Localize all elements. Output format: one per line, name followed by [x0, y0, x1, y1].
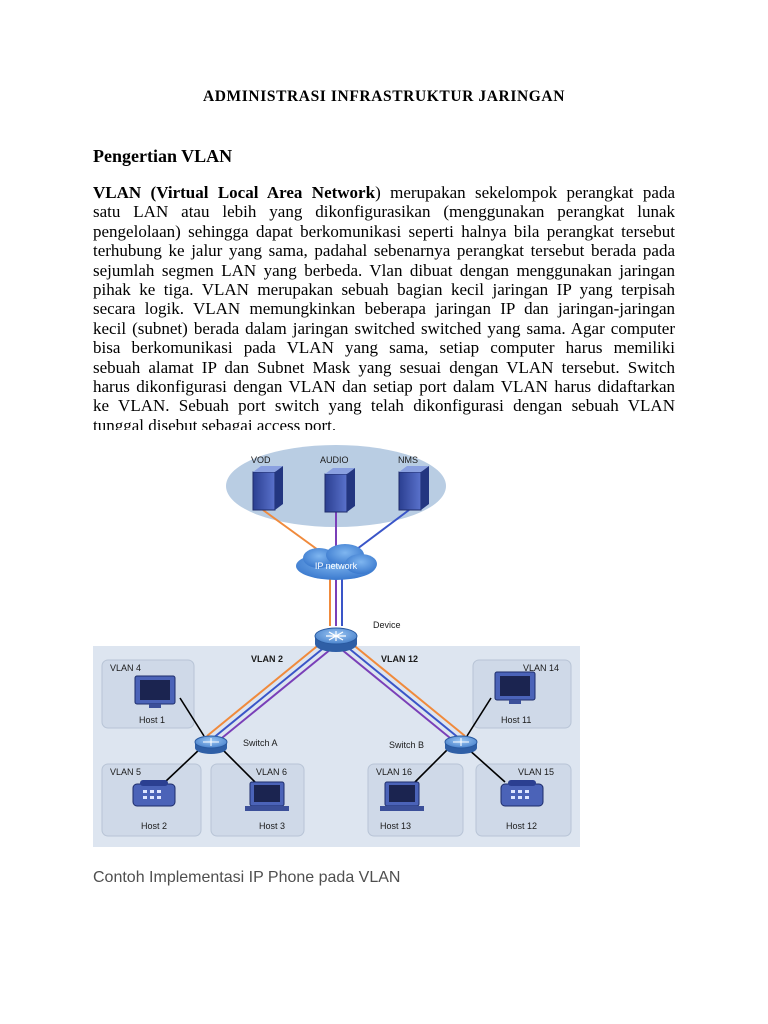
host13-label: Host 13 [380, 821, 411, 831]
host1-monitor-icon [134, 675, 176, 708]
paragraph-line: secara logik. VLAN memungkinkan beberapa… [93, 299, 675, 319]
term-expansion: Virtual Local Area Network [156, 183, 376, 202]
server-nms [398, 466, 429, 511]
host2-phone-icon [132, 780, 176, 807]
paragraph-line: sejumlah segmen LAN yang berbeda. Vlan d… [93, 260, 675, 280]
paragraph-line: ke VLAN. Sebuah port switch yang telah d… [93, 396, 675, 416]
vlan5-label: VLAN 5 [110, 767, 141, 777]
vlan14-label: VLAN 14 [523, 663, 559, 673]
host3-label: Host 3 [259, 821, 285, 831]
vlan-network-diagram: VOD AUDIO NMS IP network Device VLAN 2 V… [93, 430, 580, 847]
paragraph-line: harus dikonfigurasi dengan VLAN dan seti… [93, 376, 675, 396]
host11-monitor-icon [494, 671, 536, 704]
cloud-device-links [329, 578, 343, 626]
vlan16-label: VLAN 16 [376, 767, 412, 777]
vlan6-label: VLAN 6 [256, 767, 287, 777]
paragraph-line: VLAN (Virtual Local Area Network) merupa… [93, 183, 675, 202]
trunk-link-right [340, 642, 466, 743]
server-audio-label: AUDIO [320, 455, 349, 465]
term-vlan: VLAN ( [93, 183, 157, 202]
server-vod [252, 466, 283, 511]
switch-a-label: Switch A [243, 738, 278, 748]
trunk-label-vlan12: VLAN 12 [381, 654, 418, 664]
host12-phone-icon [500, 780, 544, 807]
switch-a [194, 735, 228, 754]
server-audio [324, 468, 355, 513]
paragraph-line: tunggal disebut sebagai access port. [93, 415, 337, 435]
diagram-caption: Contoh Implementasi IP Phone pada VLAN [93, 869, 401, 886]
vlan4-label: VLAN 4 [110, 663, 141, 673]
paragraph-line: terhubung ke jalur yang sama, padahal se… [93, 241, 675, 261]
paragraph-line: sebuah alamat IP dan Subnet Mask yang se… [93, 357, 675, 377]
paragraph-line: satu LAN atau lebih yang dikonfigurasika… [93, 202, 675, 222]
server-vod-label: VOD [251, 455, 271, 465]
paragraph-line: kecil (subnet) berada dalam jaringan swi… [93, 318, 675, 338]
host12-label: Host 12 [506, 821, 537, 831]
device-label: Device [373, 620, 401, 630]
core-device-switch [314, 627, 358, 652]
vlan-definition-paragraph: VLAN (Virtual Local Area Network) merupa… [93, 183, 675, 435]
trunk-link-left [206, 642, 332, 743]
section-heading: Pengertian VLAN [93, 146, 233, 166]
trunk-label-vlan2: VLAN 2 [251, 654, 283, 664]
paragraph-line: pengelolaan) sehingga dapat berkomunikas… [93, 221, 675, 241]
switch-b [444, 735, 478, 754]
document-title: ADMINISTRASI INFRASTRUKTUR JARINGAN [202, 88, 566, 105]
ip-network-cloud [296, 544, 377, 580]
paragraph-line: bisa berkomunikasi pada VLAN yang sama, … [93, 338, 675, 358]
paragraph-line: pihak ke tiga. VLAN merupakan sebuah bag… [93, 279, 675, 299]
host1-label: Host 1 [139, 715, 165, 725]
switch-b-label: Switch B [389, 740, 424, 750]
host2-label: Host 2 [141, 821, 167, 831]
host13-monitor-icon [380, 781, 424, 811]
server-nms-label: NMS [398, 455, 418, 465]
host11-label: Host 11 [501, 715, 531, 725]
access-links [164, 697, 506, 783]
line-text: ) merupakan sekelompok perangkat pada [375, 183, 675, 202]
host3-monitor-icon [245, 781, 289, 811]
vlan15-label: VLAN 15 [518, 767, 554, 777]
ip-network-label: IP network [315, 561, 358, 571]
